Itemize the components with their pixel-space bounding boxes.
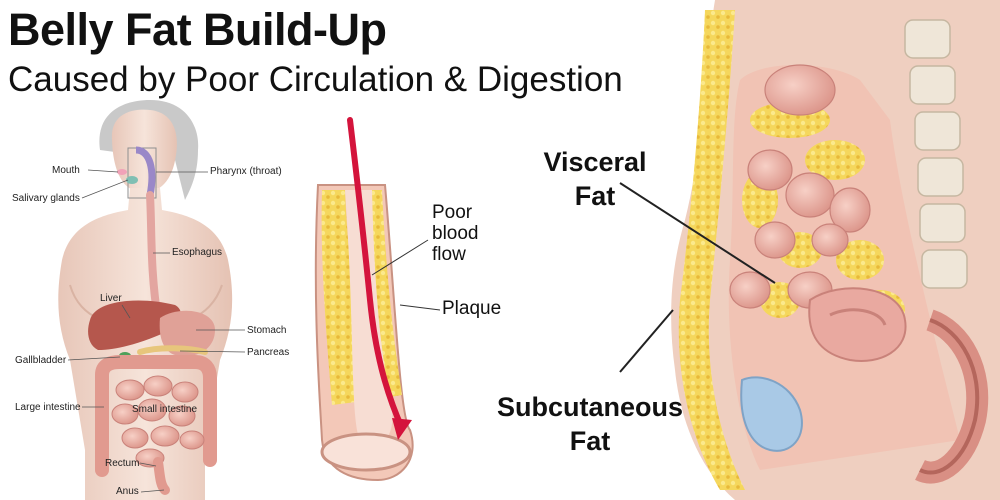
page-subtitle: Caused by Poor Circulation & Digestion	[8, 60, 623, 99]
label-visceral-fat: Visceral Fat	[543, 147, 647, 211]
label-small-intestine: Small intestine	[132, 404, 198, 415]
belly-cross-section	[619, 0, 1000, 500]
label-anus: Anus	[116, 486, 139, 497]
artery-diagram	[314, 117, 441, 482]
label-mouth: Mouth	[52, 165, 80, 176]
label-plaque: Plaque	[442, 298, 502, 319]
label-stomach: Stomach	[247, 325, 287, 336]
digestive-organs	[88, 146, 217, 495]
label-liver: Liver	[100, 293, 122, 304]
label-pancreas: Pancreas	[247, 347, 290, 358]
label-poor-blood-flow: Poor blood flow	[432, 202, 479, 265]
label-subcutaneous-fat: Subcutaneous Fat	[496, 392, 684, 456]
page-title: Belly Fat Build-Up	[8, 4, 387, 55]
label-salivary-glands: Salivary glands	[12, 193, 80, 204]
label-esophagus: Esophagus	[172, 247, 223, 258]
label-rectum: Rectum	[105, 458, 140, 469]
label-gallbladder: Gallbladder	[15, 355, 67, 366]
label-large-intestine: Large intestine	[15, 402, 81, 413]
digestive-leader-lines	[67, 169, 246, 493]
label-pharynx: Pharynx (throat)	[210, 166, 282, 177]
